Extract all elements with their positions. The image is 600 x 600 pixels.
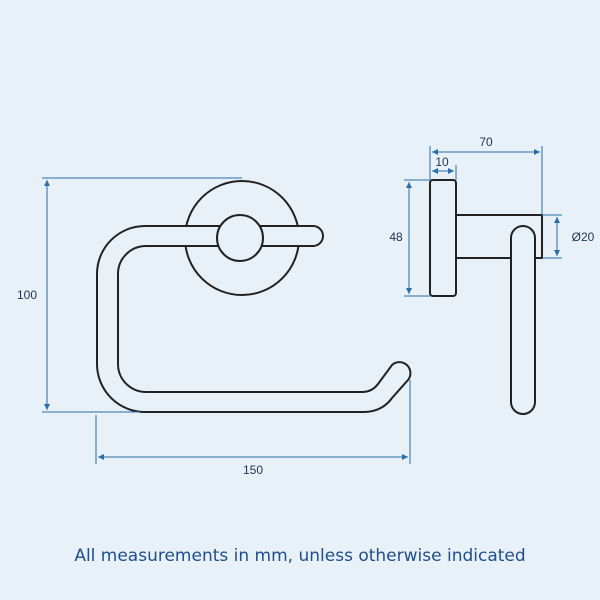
base-height-label: 48 [389, 230, 403, 244]
projection-label: 70 [479, 135, 493, 149]
side-base [429, 179, 457, 297]
base-depth-label: 10 [435, 155, 449, 169]
center-hub [216, 214, 264, 262]
front-dimensions [42, 177, 411, 464]
front-view [96, 180, 412, 413]
holder-arm [96, 225, 412, 413]
height-label: 100 [17, 288, 37, 302]
side-dimensions [404, 146, 562, 297]
bar-diameter-label: Ø20 [572, 230, 595, 244]
side-view [429, 179, 543, 415]
side-drop-arm [510, 225, 536, 415]
measurement-note: All measurements in mm, unless otherwise… [74, 546, 526, 566]
width-label: 150 [243, 463, 263, 477]
